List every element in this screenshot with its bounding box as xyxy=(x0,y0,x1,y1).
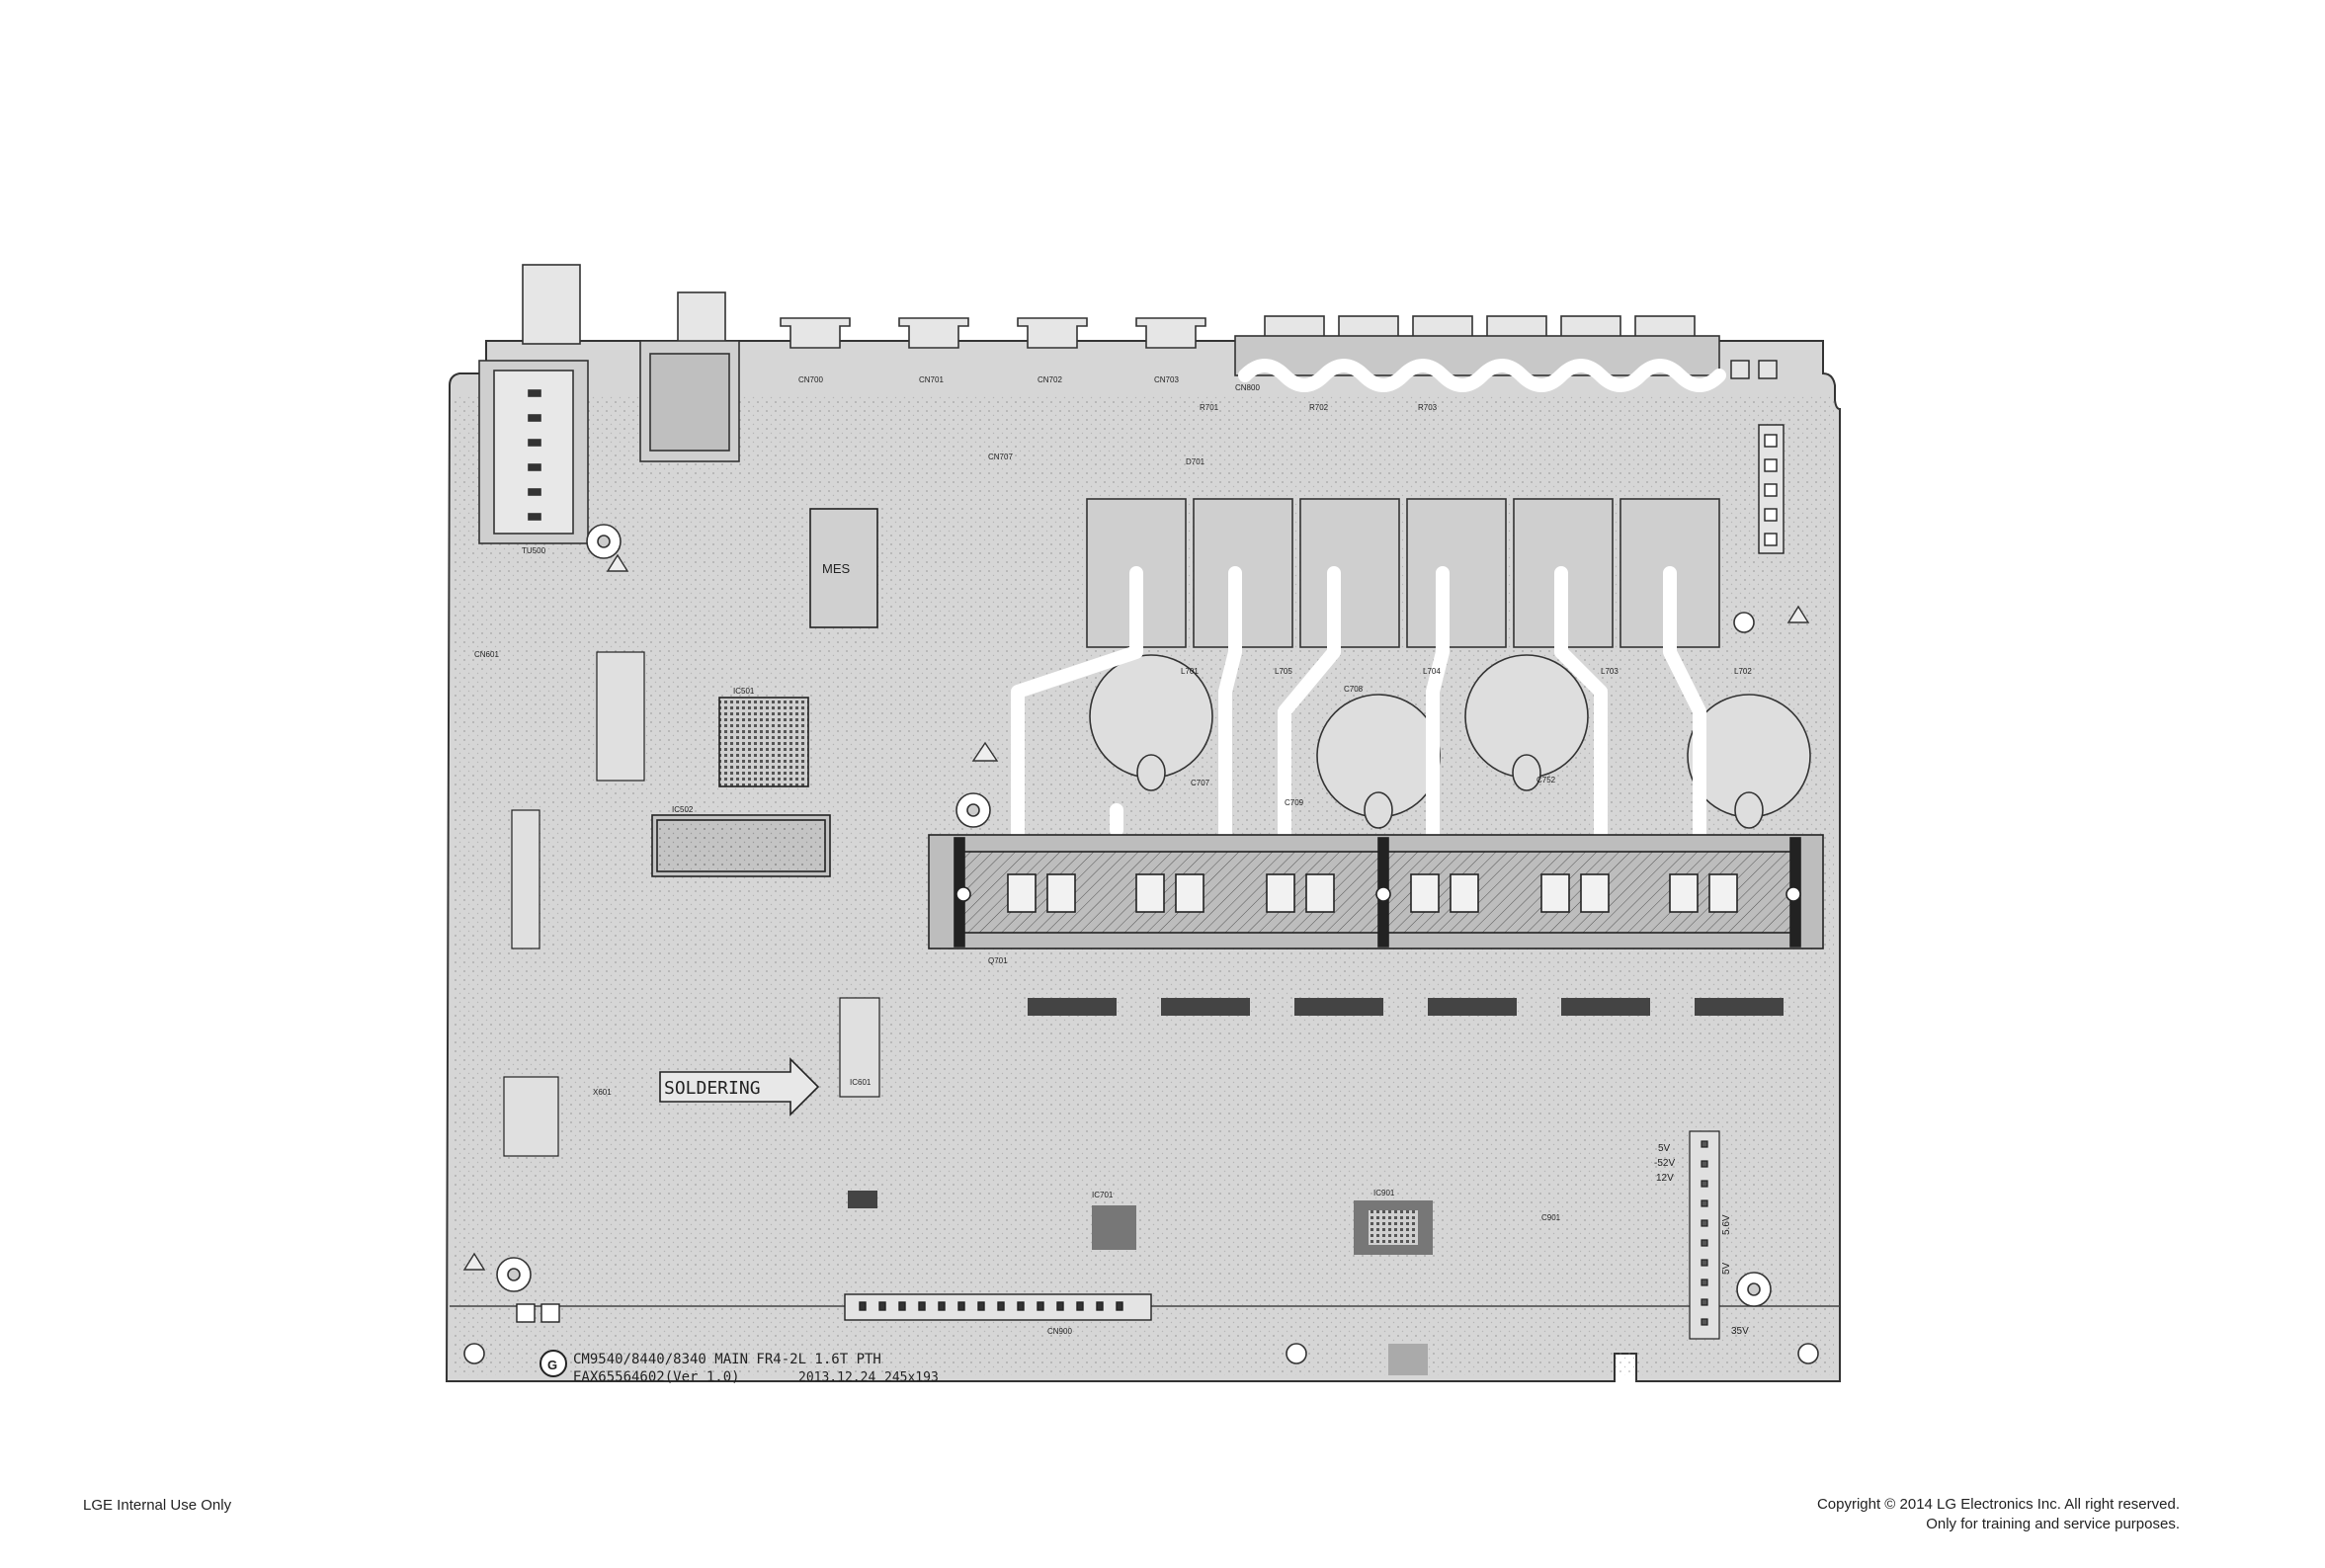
svg-text:Q701: Q701 xyxy=(988,956,1008,965)
svg-text:L701: L701 xyxy=(1181,667,1199,676)
svg-text:CN700: CN700 xyxy=(798,375,823,384)
lg-logo-icon xyxy=(540,1350,567,1377)
inductor-coils xyxy=(1089,654,1811,829)
svg-text:CN702: CN702 xyxy=(1038,375,1062,384)
svg-text:CN703: CN703 xyxy=(1154,375,1179,384)
top-connectors xyxy=(522,264,1720,462)
svg-text:C707: C707 xyxy=(1191,779,1210,787)
svg-text:5V: 5V xyxy=(1658,1143,1671,1154)
svg-text:IC501: IC501 xyxy=(733,687,755,696)
svg-text:-52V: -52V xyxy=(1654,1158,1675,1169)
svg-text:C901: C901 xyxy=(1541,1213,1561,1222)
svg-text:C709: C709 xyxy=(1285,798,1304,807)
svg-text:5.6V: 5.6V xyxy=(1721,1214,1732,1235)
svg-text:C708: C708 xyxy=(1344,685,1364,694)
soldering-label: SOLDERING xyxy=(664,1078,761,1099)
svg-text:CN800: CN800 xyxy=(1235,383,1260,392)
footer-copyright-line2: Only for training and service purposes. xyxy=(1926,1516,2180,1532)
footer-copyright-line1: Copyright © 2014 LG Electronics Inc. All… xyxy=(1816,1496,2180,1513)
footer-internal-use: LGE Internal Use Only xyxy=(83,1497,232,1514)
soldering-arrow: SOLDERING xyxy=(659,1057,820,1116)
svg-text:12V: 12V xyxy=(1656,1173,1674,1184)
svg-text:CN900: CN900 xyxy=(1047,1327,1072,1336)
mes-label: MES xyxy=(822,561,851,576)
svg-text:CN601: CN601 xyxy=(474,650,499,659)
svg-text:CN707: CN707 xyxy=(988,453,1013,461)
svg-text:CN701: CN701 xyxy=(919,375,944,384)
svg-text:L704: L704 xyxy=(1423,667,1441,676)
svg-text:L702: L702 xyxy=(1734,667,1752,676)
svg-text:IC701: IC701 xyxy=(1092,1191,1114,1199)
board-date-text: 2013.12.24 xyxy=(798,1370,875,1385)
silkscreen-labels: CN700 CN701 CN702 CN703 CN800 CN707 CN90… xyxy=(474,375,1752,1336)
svg-text:X601: X601 xyxy=(593,1088,612,1097)
svg-text:L705: L705 xyxy=(1275,667,1292,676)
svg-text:R701: R701 xyxy=(1200,403,1219,412)
svg-text:IC601: IC601 xyxy=(850,1078,872,1087)
main-soc: MES xyxy=(651,508,878,877)
mounting-holes xyxy=(463,524,1819,1364)
tuner-label: TU500 xyxy=(522,546,546,555)
svg-text:IC901: IC901 xyxy=(1373,1189,1395,1197)
svg-text:R702: R702 xyxy=(1309,403,1329,412)
svg-text:5V: 5V xyxy=(1721,1262,1732,1275)
board-part-text: EAX65564602(Ver 1.0) xyxy=(573,1369,740,1385)
smd-component-rows xyxy=(848,998,1784,1375)
bottom-header xyxy=(516,1293,1152,1323)
board-size-text: 245x193 xyxy=(884,1370,939,1385)
tuner-module: TU500 xyxy=(478,360,589,555)
svg-text:IC502: IC502 xyxy=(672,805,694,814)
svg-text:R703: R703 xyxy=(1418,403,1438,412)
power-traces xyxy=(1011,359,1726,857)
power-relay-blocks xyxy=(1086,498,1720,648)
voltage-labels: 5V -52V 12V 5.6V 5V 35V xyxy=(1654,1143,1749,1337)
svg-text:L703: L703 xyxy=(1601,667,1619,676)
footer-copyright: Copyright © 2014 LG Electronics Inc. All… xyxy=(1817,1495,2180,1534)
svg-text:D701: D701 xyxy=(1186,457,1205,466)
output-transistor-strip xyxy=(928,834,1824,949)
svg-text:35V: 35V xyxy=(1731,1326,1749,1337)
right-header xyxy=(1730,360,1785,554)
fiducial-marks xyxy=(462,553,1810,1271)
board-silkscreen-title: G CM9540/8440/8340 MAIN FR4-2L 1.6T PTH … xyxy=(540,1350,939,1385)
svg-text:G: G xyxy=(547,1358,557,1372)
svg-text:C752: C752 xyxy=(1536,776,1556,784)
board-title-text: CM9540/8440/8340 MAIN FR4-2L 1.6T PTH xyxy=(573,1352,881,1367)
left-connectors xyxy=(503,651,1720,1340)
